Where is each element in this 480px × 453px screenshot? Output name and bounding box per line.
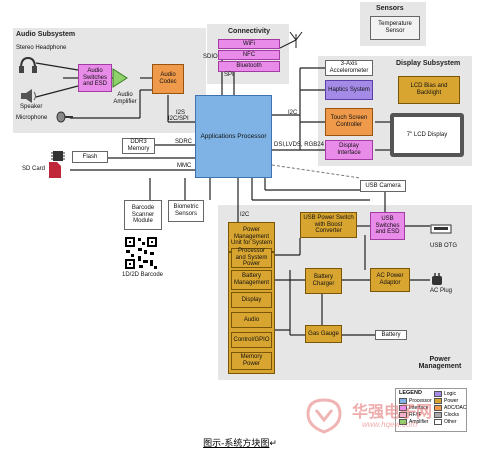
biometric-sensors-block: Biometric Sensors [168,200,204,222]
legend-item-adcdac: ADC/DAC [434,405,467,411]
legend-item-power: Power [434,398,458,404]
i2s-label: I2S [176,110,186,116]
legend-swatch [434,405,442,411]
dsi-label: DSI,LVDS, RGB24 [274,142,324,148]
legend-item-amplifier: Amplifier [399,419,428,425]
legend-swatch [434,412,442,418]
legend-label: Interface [409,405,429,411]
microphone-icon [56,110,74,124]
usb-otg-icon [430,221,452,234]
pmu-block: Power Management Unit for System [228,222,275,252]
legend-item-clocks: Clocks [434,412,459,418]
battery-block: Battery [375,330,407,340]
haptics-block: Haptics System [325,80,373,100]
legend-item-other: Other [434,419,457,425]
ac-adaptor-block: AC Power Adaptor [370,268,410,292]
flash-chip-icon [50,149,66,163]
legend-label: Logic [444,391,456,397]
mmc-label: MMC [177,163,192,169]
qr-code-icon [124,236,158,270]
audio-codec-block: Audio Codec [152,64,184,94]
legend-label: Other [444,419,457,425]
display-subsystem-title: Display Subsystem [396,60,461,67]
memory-power-block: Memory Power [231,352,272,370]
audio-subsystem-title: Audio Subsystem [16,31,76,38]
ddr3-memory-block: DDR3 Memory [122,138,155,154]
barcode-label: 1D/2D Barcode [122,272,164,278]
barcode-scanner-block: Barcode Scanner Module [124,200,162,230]
connectivity-title: Connectivity [228,28,271,35]
legend-swatch [434,398,442,404]
watermark-logo-icon [300,396,348,436]
accelerometer-block: 3-Axis Accelerometer [325,60,373,76]
power-audio-block: Audio [231,312,272,328]
nfc-block: NFC [218,50,280,60]
return-mark-icon: ↵ [269,439,277,449]
legend-item-interface: Interface [399,405,428,411]
legend-swatch [399,398,407,404]
legend-label: ADC/DAC [444,405,467,411]
audio-amplifier-icon [111,68,129,88]
caption-text: 图示-系统方块图 [203,439,270,449]
battery-mgmt-block: Battery Management [231,270,272,290]
gas-gauge-block: Gas Gauge [305,325,342,343]
bluetooth-block: Bluetooth [218,61,280,72]
i2c-power-label: I2C [240,212,250,218]
microphone-label: Microphone [16,115,48,121]
applications-processor-block: Applications Processor [195,95,272,178]
ac-plug-icon [430,273,444,287]
legend-swatch [399,419,407,425]
watermark-brand: 华强电子网 [352,402,433,421]
legend-swatch [399,405,407,411]
audio-switches-esd-block: Audio Switches and ESD [78,64,112,92]
sdio-label: SDIO [203,54,218,60]
touch-controller-block: Touch Screen Controller [325,108,373,136]
i2c-label: I2C [288,110,298,116]
headphone-label: Stereo Headphone [16,45,67,51]
legend-label: Power [444,398,459,404]
lcd-display-block: 7" LCD Display [394,117,460,153]
sd-card-label: SD Card [22,166,46,172]
sd-card-icon [47,161,63,179]
legend-swatch [434,419,442,425]
sdrc-label: SDRC [175,139,193,145]
usb-switches-esd-block: USB Switches and ESD [370,212,405,240]
legend-box: LEGEND Processor Interface RF/IF Amplifi… [395,388,467,432]
legend-swatch [434,391,442,397]
legend-item-processor: Processor [399,398,432,404]
figure-caption: 图示-系统方块图↵ [0,436,480,449]
headphone-icon [18,56,38,74]
audio-amplifier-label: Audio Amplifier [113,92,137,105]
power-management-title: Power Management [418,356,462,370]
usb-power-switch-block: USB Power Switch with Boost Converter [300,212,357,238]
legend-title: LEGEND [399,390,422,396]
legend-item-logic: Logic [434,391,456,397]
temperature-sensor-block: Temperature Sensor [370,16,420,40]
usb-camera-block: USB Camera [360,180,406,192]
control-gpio-block: Control/GPIO [231,332,272,348]
watermark-url: www.hqew.com [362,420,418,429]
battery-charger-block: Battery Charger [305,268,342,294]
display-interface-block: Display Interface [325,140,373,160]
sensors-title: Sensors [376,5,404,12]
legend-swatch [399,412,407,418]
wifi-block: WiFi [218,39,280,49]
lcd-bias-block: LCD Bias and Backlight [398,76,460,104]
speaker-label: Speaker [20,104,43,110]
ac-plug-label: AC Plug [430,288,453,294]
flash-block: Flash [72,151,108,163]
legend-label: Processor [409,398,432,404]
speaker-icon [20,88,38,104]
power-display-block: Display [231,292,272,308]
proc-power-block: Processor and System Power [231,248,272,268]
usb-otg-label: USB OTG [430,243,458,249]
legend-label: Clocks [444,412,460,418]
legend-item-rfif: RF/IF [399,412,422,418]
legend-label: RF/IF [409,412,422,418]
legend-label: Amplifier [409,419,429,425]
spi-label: SPI [224,72,234,78]
i2c-spi-label: I2C/SPI [168,116,189,122]
